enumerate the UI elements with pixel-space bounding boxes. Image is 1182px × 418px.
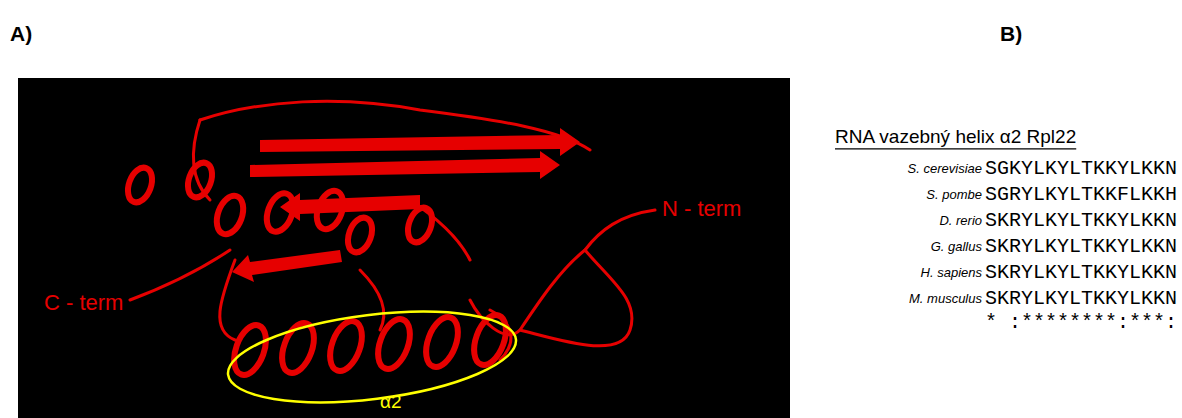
helix-coil <box>228 321 272 379</box>
species-name: G. gallus <box>931 240 982 254</box>
helix-coil <box>262 190 298 236</box>
image-panel <box>18 78 790 418</box>
alignment-title: RNA vazebný helix α2 Rpl22 <box>835 127 1076 148</box>
helix-coil <box>184 159 217 200</box>
sequence: SGKYLKYLTKKYLKKN <box>985 158 1177 180</box>
sequence: SKRYLKYLTKKYLKKN <box>985 288 1177 310</box>
species-name: S. cerevisiae <box>908 162 982 176</box>
title-underline <box>835 148 1076 149</box>
terminus-label: C - term <box>44 291 123 315</box>
species-name: S. pombe <box>926 188 982 202</box>
sequence: SKRYLKYLTKKYLKKN <box>985 210 1177 232</box>
conservation-line: * :********:***: <box>985 312 1177 334</box>
panel-letter: B) <box>1000 22 1022 45</box>
species-name: H. sapiens <box>921 266 982 280</box>
sequence: SKRYLKYLTKKYLKKN <box>985 262 1177 284</box>
sequence: SKRYLKYLTKKYLKKN <box>985 236 1177 258</box>
helix-coil <box>212 192 248 238</box>
alpha-helices <box>124 159 513 379</box>
beta-strands <box>232 128 580 282</box>
helix-coil <box>344 214 377 255</box>
helix-coil <box>420 313 464 371</box>
helix-coil <box>324 317 368 375</box>
species-name: M. musculus <box>909 292 982 306</box>
highlight-ellipse <box>223 298 521 417</box>
helix-coil <box>312 187 348 233</box>
terminus-label: N - term <box>662 197 741 221</box>
sequence: SGRYLKYLTKKFLKKH <box>985 184 1177 206</box>
helix-coil <box>276 319 320 377</box>
panel-letter: A) <box>10 22 32 45</box>
helix-coil <box>124 164 157 205</box>
helix-label: α2 <box>380 392 402 413</box>
helix-coil <box>404 204 437 245</box>
helix-coil <box>372 315 416 373</box>
species-name: D. rerio <box>939 214 982 228</box>
